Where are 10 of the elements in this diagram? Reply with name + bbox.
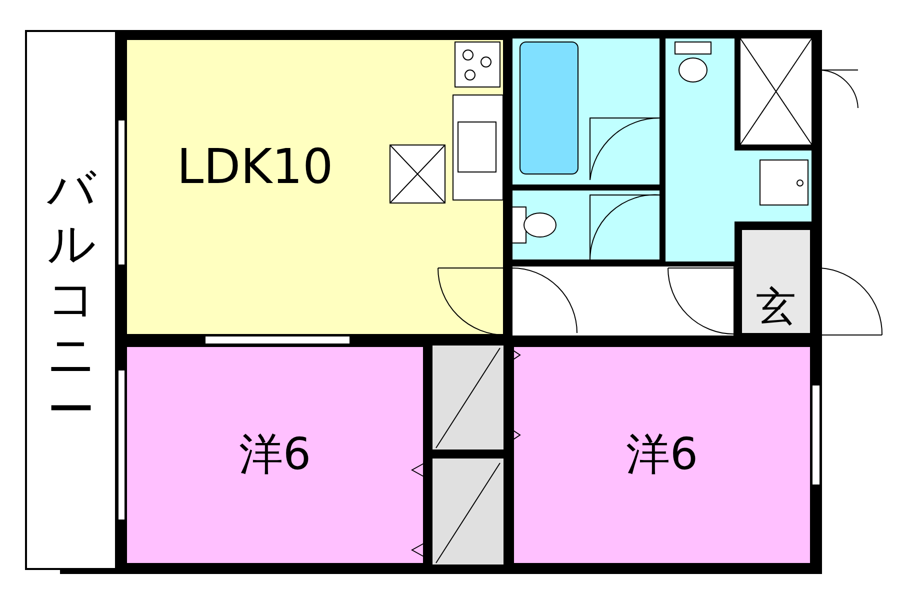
room-label: 玄	[756, 286, 796, 326]
room-label: 洋6	[239, 433, 311, 477]
balcony-area	[25, 30, 117, 570]
room-label: LDK10	[176, 143, 334, 191]
entrance-area	[740, 228, 812, 335]
bedroom	[512, 345, 812, 565]
living-room	[125, 38, 505, 336]
bedroom	[125, 345, 425, 565]
room-label: 洋6	[626, 433, 698, 477]
room-label: バルコニー	[47, 162, 95, 438]
